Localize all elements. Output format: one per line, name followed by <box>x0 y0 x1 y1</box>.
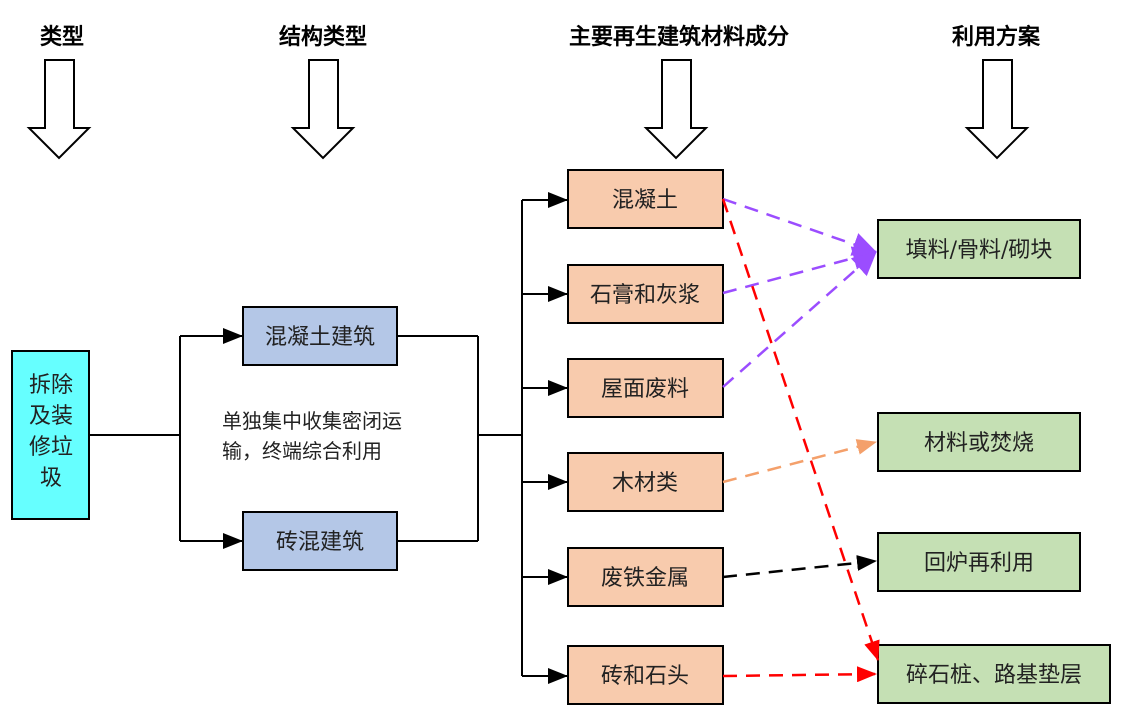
source-box <box>11 350 90 520</box>
note-line2: 输，终端综合利用 <box>222 439 382 463</box>
source-label-line1: 拆除 <box>29 373 73 398</box>
material-label: 废铁金属 <box>601 566 689 591</box>
material-label: 砖和石头 <box>601 664 689 689</box>
usage-label: 回炉再利用 <box>924 551 1034 576</box>
header-structure-type: 结构类型 <box>279 24 367 50</box>
material-node: 废铁金属 <box>567 547 724 607</box>
red-arrow <box>721 198 880 661</box>
structure-connector <box>397 192 568 684</box>
source-label-line3: 修垃 <box>29 435 73 460</box>
down-arrow-icon <box>964 59 1030 160</box>
material-node: 木材类 <box>567 452 724 512</box>
purple-arrow <box>722 246 877 295</box>
material-label: 木材类 <box>612 471 678 496</box>
header-usage: 利用方案 <box>952 24 1041 50</box>
header-materials: 主要再生建筑材料成分 <box>569 24 789 50</box>
note-line1: 单独集中收集密闭运 <box>222 409 402 433</box>
source-connector <box>89 328 243 549</box>
usage-node: 材料或焚烧 <box>877 412 1081 472</box>
orange-arrow <box>722 439 877 484</box>
purple-arrow <box>722 251 877 388</box>
usage-label: 碎石桩、路基垫层 <box>906 663 1082 688</box>
black-dashed-arrow <box>722 555 877 579</box>
material-label: 混凝土 <box>612 188 678 213</box>
down-arrow-icon <box>26 59 92 160</box>
usage-node: 碎石桩、路基垫层 <box>877 644 1111 704</box>
down-arrow-icon <box>290 59 356 160</box>
structure-label-brick: 砖混建筑 <box>276 530 364 555</box>
structure-box-concrete <box>242 306 398 366</box>
red-arrow <box>722 666 877 683</box>
material-label: 屋面废料 <box>601 377 689 402</box>
material-node: 混凝土 <box>567 169 724 229</box>
usage-label: 材料或焚烧 <box>924 431 1034 456</box>
header-type: 类型 <box>40 25 84 50</box>
source-label-line2: 及装 <box>29 404 73 429</box>
usage-node: 填料/骨料/砌块 <box>877 219 1081 279</box>
structure-label-concrete: 混凝土建筑 <box>265 325 375 350</box>
down-arrow-icon <box>643 59 709 160</box>
material-node: 屋面废料 <box>567 358 724 418</box>
material-node: 砖和石头 <box>567 645 724 705</box>
material-label: 石膏和灰浆 <box>590 283 700 308</box>
source-label-line4: 圾 <box>40 466 62 491</box>
usage-node: 回炉再利用 <box>877 532 1081 592</box>
material-node: 石膏和灰浆 <box>567 264 724 324</box>
structure-box-brick <box>242 511 398 571</box>
purple-arrow <box>722 197 877 256</box>
usage-label: 填料/骨料/砌块 <box>906 238 1053 263</box>
